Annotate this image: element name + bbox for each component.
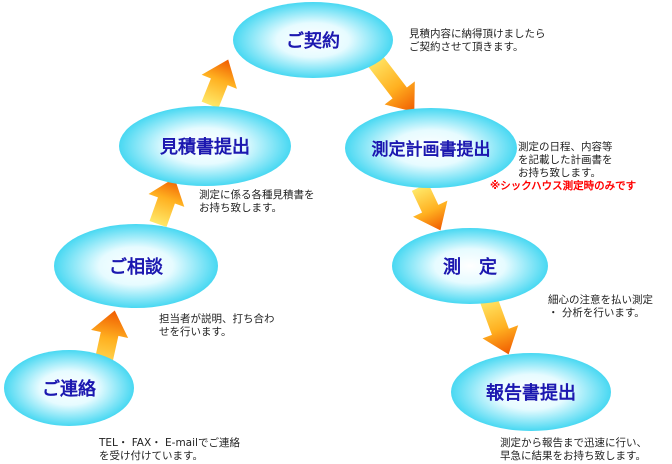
note-renraku: TEL・ FAX・ E-mailでご連絡 を受け付けています。 [99,437,240,462]
step-mitsumori: 見積書提出 [119,106,291,186]
step-mitsumori-label: 見積書提出 [159,136,250,158]
step-keikaku-label: 測定計画書提出 [372,139,491,160]
arrow-keikaku-to-sokutei [411,183,448,231]
step-keikaku: 測定計画書提出 [345,108,517,188]
step-soudan-label: ご相談 [109,256,164,278]
step-renraku: ご連絡 [4,350,134,426]
step-houkoku-label: 報告書提出 [486,382,576,404]
step-sokutei: 測 定 [392,228,548,304]
step-soudan: ご相談 [54,224,218,308]
step-houkoku: 報告書提出 [451,353,611,431]
arrow-soudan-to-mitsumori [148,177,185,228]
note-keikaku: 測定の日程、内容等 を記載した計画書を お持ち致します。 [518,141,613,179]
step-keiyaku-label: ご契約 [286,30,340,52]
step-sokutei-label: 測 定 [443,256,497,278]
arrow-mitsumori-to-keiyaku [201,59,237,109]
arrow-keiyaku-to-keikaku [365,52,415,113]
step-renraku-label: ご連絡 [42,378,97,400]
arrow-sokutei-to-houkoku [479,294,519,355]
note-soudan: 担当者が説明、打ち合わ せを行います。 [159,313,275,338]
note-mitsumori: 測定に係る各種見積書を お持ち致します。 [199,189,315,214]
step-keiyaku: ご契約 [233,2,393,78]
note-houkoku: 測定から報告まで迅速に行い、 早急に結果をお持ち致します。 [500,437,647,462]
note-keiyaku: 見積内容に納得頂けましたら ご契約させて頂きます。 [409,28,546,53]
note-sokutei: 細心の注意を払い測定 ・ 分析を行います。 [548,294,653,319]
note-keikaku-warning: ※シックハウス測定時のみです [490,180,637,192]
